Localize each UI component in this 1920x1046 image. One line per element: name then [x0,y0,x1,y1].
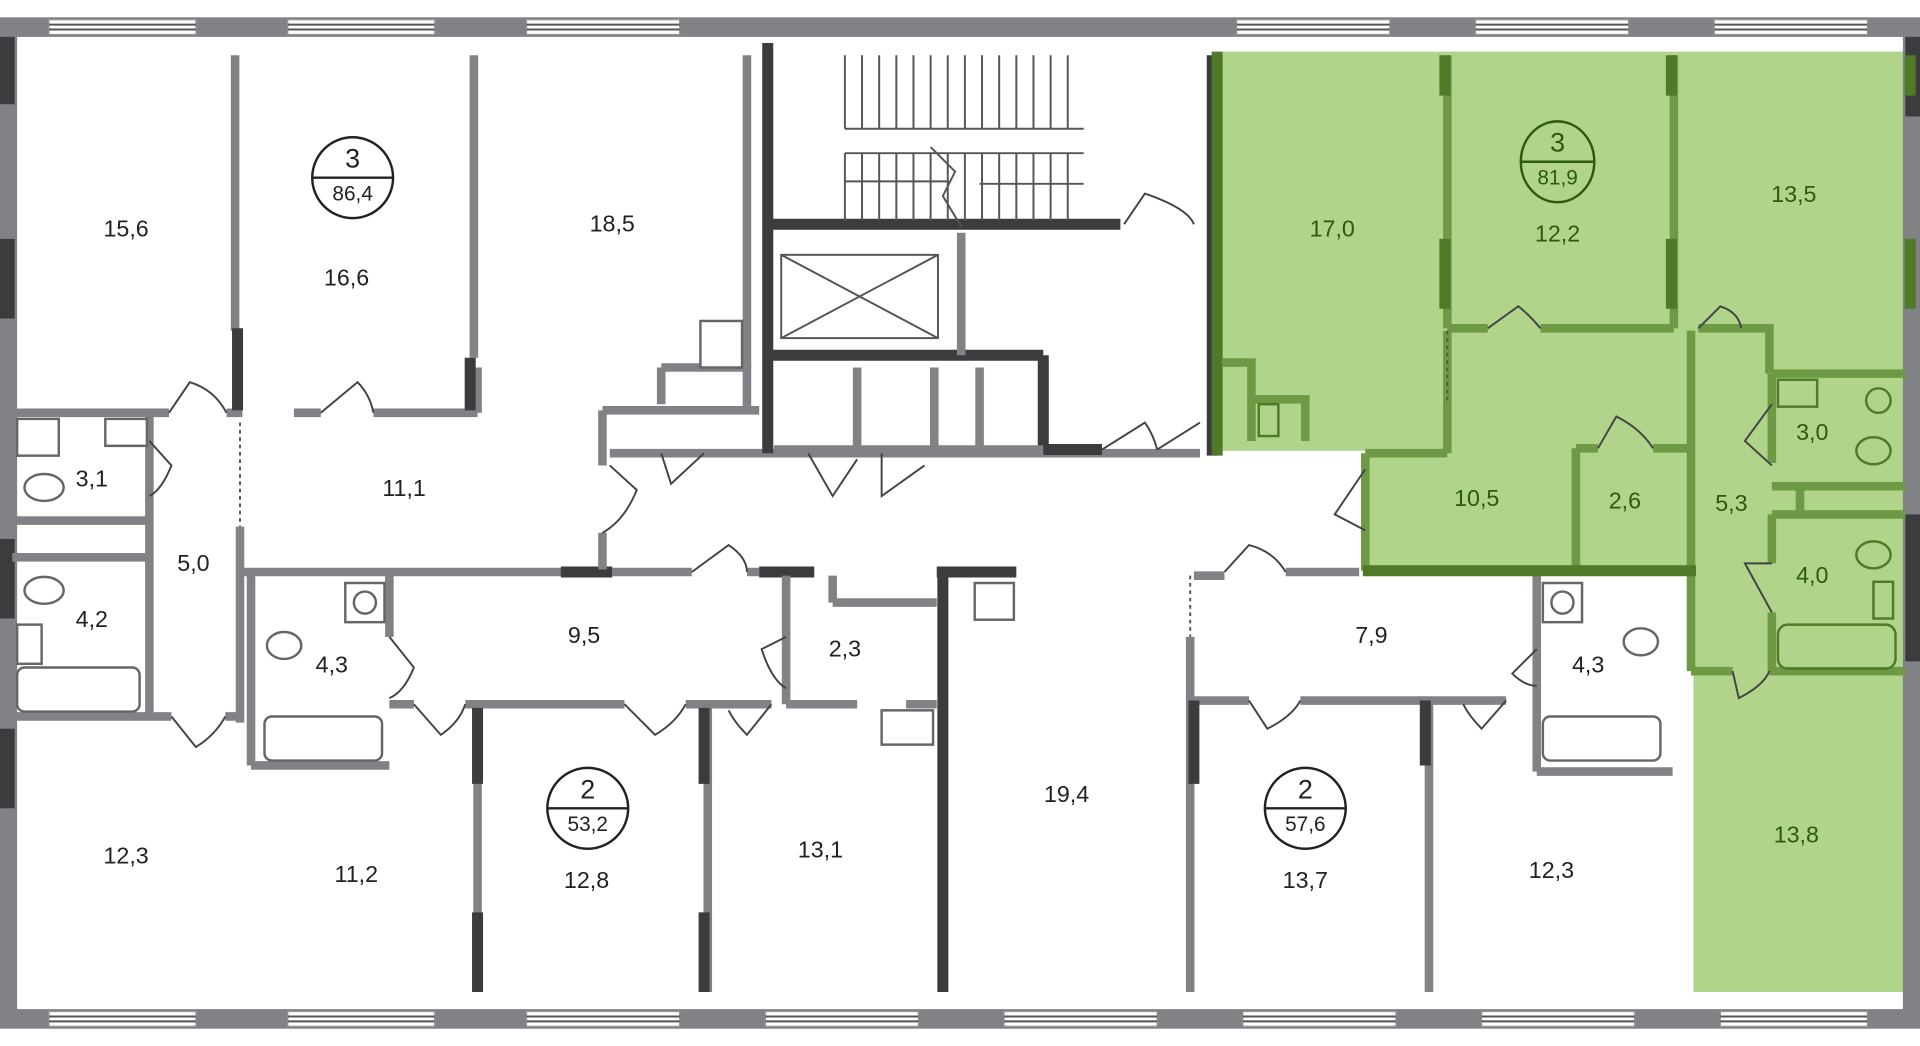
room-area: 12,2 [1535,220,1580,246]
bathtub-icon [1541,715,1662,762]
apartment-badge-highlighted[interactable]: 3 81,9 [1519,120,1596,204]
window [1481,1010,1636,1027]
room-count: 2 [1298,774,1313,804]
room-area: 4,3 [316,651,348,677]
apartment-area: 53,2 [568,813,608,836]
sink-icon [973,581,1016,621]
doors [148,192,1773,749]
windows [48,19,1868,1027]
toilet-icon [265,630,303,661]
window [1236,19,1391,36]
bathtub-icon [263,715,384,762]
apartment-badge[interactable]: 2 57,6 [1263,766,1347,850]
room-area: 15,6 [103,215,148,241]
toilet-icon [23,575,65,606]
bathtub-icon [1776,540,1897,670]
fixtures [15,319,1662,762]
apartment-area: 86,4 [332,182,372,205]
room-area: 13,7 [1283,867,1328,893]
room-labels: 15,6 16,6 18,5 3,1 11,1 5,0 4,2 12,3 4,3… [76,181,1829,893]
room-area: 4,2 [76,606,108,632]
apartment-area: 57,6 [1285,813,1325,836]
room-area: 5,3 [1715,490,1747,516]
sink-icon [699,319,744,369]
elevator-cross [780,253,939,339]
room-count: 2 [580,774,595,804]
room-area: 13,5 [1771,181,1816,207]
window [287,19,436,36]
sink-icon [880,709,935,746]
sink-icon [104,417,149,448]
room-area: 12,3 [1529,857,1574,883]
toilet-icon [23,472,65,503]
bathtub-icon [15,666,141,713]
room-area: 11,2 [335,861,379,887]
window [1719,1010,1868,1027]
window [1003,1010,1158,1027]
window [525,1010,681,1027]
toilet-icon [1776,378,1892,466]
highlighted-apartment-walls [1211,51,1916,676]
room-area: 5,0 [177,550,209,576]
window [287,1010,436,1027]
window [48,19,197,36]
toilet-icon [1622,627,1660,657]
room-area: 16,6 [324,264,369,290]
room-area: 3,0 [1796,419,1828,445]
window [764,1010,919,1027]
room-area: 11,1 [382,475,426,501]
apartment-badge[interactable]: 2 53,2 [546,766,630,850]
room-area: 13,1 [798,836,843,862]
room-area: 12,8 [564,867,609,893]
room-area: 19,4 [1044,781,1089,807]
washing-machine-icon [1550,590,1575,615]
washing-machine-icon [352,590,378,615]
highlighted-apartment-area[interactable] [1214,51,1911,992]
window [525,19,681,36]
room-area: 2,6 [1609,487,1641,513]
room-area: 18,5 [590,211,635,237]
room-count: 3 [345,144,360,174]
room-area: 2,3 [829,635,861,661]
room-area: 17,0 [1310,215,1355,241]
elevator-shaft [780,253,939,340]
window [1713,19,1868,36]
room-area: 13,8 [1774,822,1819,848]
room-area: 10,5 [1454,485,1499,511]
room-area: 12,3 [103,842,148,868]
room-area: 3,1 [76,465,108,491]
room-area: 4,0 [1796,562,1828,588]
sink-icon [1257,403,1280,438]
window [1242,1010,1397,1027]
apartment-badge[interactable]: 3 86,4 [311,136,395,220]
room-area: 4,3 [1572,651,1604,677]
window [1474,19,1630,36]
room-area: 7,9 [1355,622,1387,648]
room-area: 9,5 [568,622,600,648]
apartment-area: 81,9 [1537,166,1577,189]
outer-walls [0,17,1920,1029]
window [48,1010,197,1027]
staircase [843,55,1084,228]
room-count: 3 [1550,128,1565,158]
